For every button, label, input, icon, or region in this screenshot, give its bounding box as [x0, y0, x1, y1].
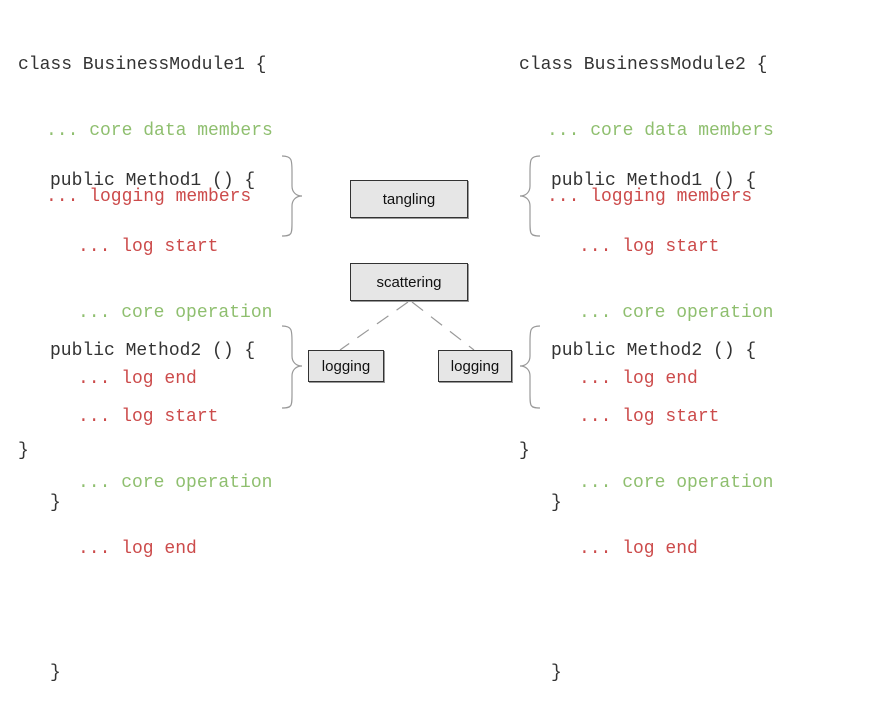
scatter-line-left: [339, 301, 409, 351]
log-start: ... log start: [78, 237, 219, 257]
scatter-line-right: [411, 301, 475, 351]
module-2-close: }: [519, 441, 530, 461]
brace-left-method2: [281, 325, 303, 409]
log-end: ... log end: [78, 369, 197, 389]
logging-members: ... logging members: [46, 187, 252, 207]
log-start: ... log start: [579, 407, 720, 427]
module-1-method-1: public Method1 () { ... log start ... co…: [50, 126, 272, 536]
core-operation: ... core operation: [579, 473, 774, 493]
class-header: class BusinessModule2 {: [519, 55, 768, 75]
logging-box-left: logging: [308, 350, 384, 382]
brace-right-method2: [519, 325, 541, 409]
log-start: ... log start: [78, 407, 219, 427]
core-operation: ... core operation: [78, 473, 273, 493]
core-operation: ... core operation: [78, 303, 273, 323]
module-1-method-2: public Method2 () { ... log start ... co…: [50, 296, 272, 706]
log-end: ... log end: [579, 369, 698, 389]
method-signature: public Method2 () {: [50, 341, 256, 361]
core-members: ... core data members: [547, 121, 774, 141]
module-2: class BusinessModule2 { ... core data me…: [519, 10, 774, 230]
module-1: class BusinessModule1 { ... core data me…: [18, 10, 273, 230]
method-signature: public Method1 () {: [50, 171, 256, 191]
module-1-close: }: [18, 441, 29, 461]
class-header: class BusinessModule1 {: [18, 55, 267, 75]
module-2-method-1: public Method1 () { ... log start ... co…: [551, 126, 773, 536]
log-end: ... log end: [78, 539, 197, 559]
tangling-box: tangling: [350, 180, 468, 218]
brace-left-method1: [281, 155, 303, 237]
method-signature: public Method1 () {: [551, 171, 757, 191]
method-close: }: [50, 663, 61, 683]
method-close: }: [551, 663, 562, 683]
logging-members: ... logging members: [547, 187, 753, 207]
scattering-box: scattering: [350, 263, 468, 301]
module-2-method-2: public Method2 () { ... log start ... co…: [551, 296, 773, 706]
core-operation: ... core operation: [579, 303, 774, 323]
method-signature: public Method2 () {: [551, 341, 757, 361]
log-start: ... log start: [579, 237, 720, 257]
log-end: ... log end: [579, 539, 698, 559]
diagram-connectors: [281, 155, 541, 409]
logging-box-right: logging: [438, 350, 512, 382]
brace-right-method1: [519, 155, 541, 237]
core-members: ... core data members: [46, 121, 273, 141]
